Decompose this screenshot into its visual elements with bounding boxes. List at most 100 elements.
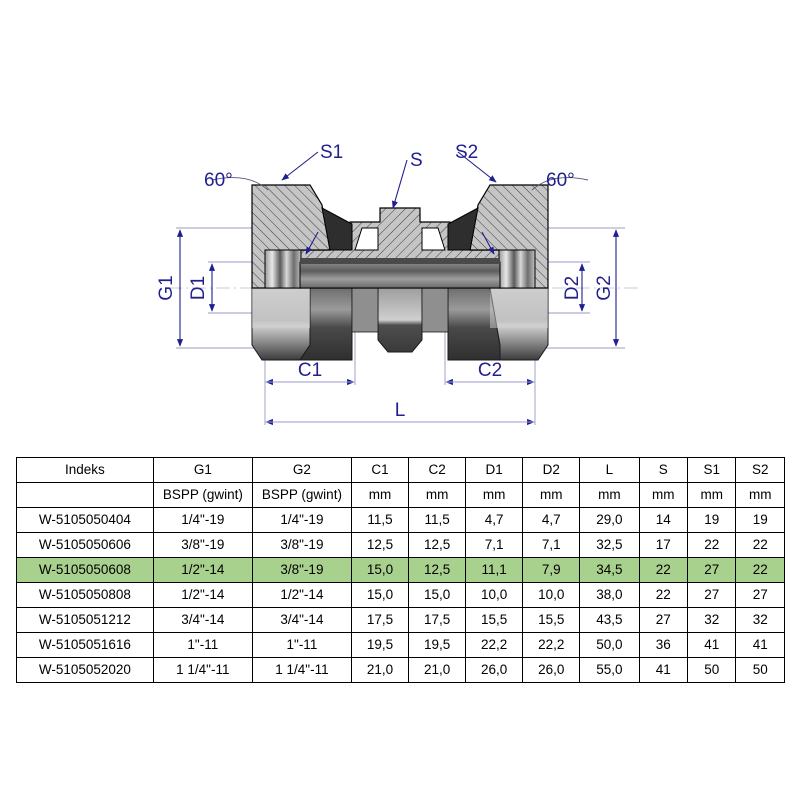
cell-s1: 27	[686, 582, 737, 608]
d2-label: D2	[562, 276, 583, 300]
c1-label: C1	[298, 360, 322, 381]
cell-c1: 15,0	[350, 582, 410, 608]
cell-g1: 1/2"-14	[152, 582, 253, 608]
cell-c2: 12,5	[408, 557, 467, 583]
cell-g2: 1"-11	[251, 632, 352, 658]
cell-s: 41	[638, 657, 688, 683]
cell-index: W-5105050608	[16, 557, 154, 583]
cell-d2: 4,7	[522, 507, 581, 533]
cell-g1: 1 1/4"-11	[152, 657, 253, 683]
cell-c2: 15,0	[408, 582, 467, 608]
cell-s: 36	[638, 632, 688, 658]
cell-s1: 27	[686, 557, 737, 583]
column-unit-10: mm	[735, 482, 785, 508]
column-unit-9: mm	[686, 482, 737, 508]
angle-right-label: 60°	[546, 170, 575, 191]
cell-d1: 7,1	[465, 532, 524, 558]
cell-s1: 22	[686, 532, 737, 558]
cell-l: 32,5	[579, 532, 640, 558]
l-label: L	[395, 400, 406, 421]
cell-s2: 27	[735, 582, 785, 608]
cell-c1: 21,0	[350, 657, 410, 683]
angle-left-label: 60°	[204, 170, 233, 191]
cell-s1: 32	[686, 607, 737, 633]
cell-d2: 22,2	[522, 632, 581, 658]
cell-s2: 22	[735, 557, 785, 583]
cell-l: 50,0	[579, 632, 640, 658]
cell-index: W-5105050606	[16, 532, 154, 558]
column-header-s: S	[638, 457, 688, 483]
cell-s: 27	[638, 607, 688, 633]
cell-index: W-5105052020	[16, 657, 154, 683]
cell-l: 38,0	[579, 582, 640, 608]
s2-label: S2	[455, 142, 478, 163]
cell-s: 22	[638, 557, 688, 583]
cell-index: W-5105051212	[16, 607, 154, 633]
column-unit-1: BSPP (gwint)	[152, 482, 253, 508]
cell-s: 17	[638, 532, 688, 558]
cell-c1: 12,5	[350, 532, 410, 558]
cell-c1: 11,5	[350, 507, 410, 533]
column-header-c1: C1	[350, 457, 410, 483]
cell-s2: 41	[735, 632, 785, 658]
cell-s2: 19	[735, 507, 785, 533]
column-unit-7: mm	[579, 482, 640, 508]
cell-c2: 19,5	[408, 632, 467, 658]
cell-d2: 15,5	[522, 607, 581, 633]
column-unit-2: BSPP (gwint)	[251, 482, 352, 508]
cell-d2: 26,0	[522, 657, 581, 683]
g2-label: G2	[594, 275, 615, 300]
cell-s2: 32	[735, 607, 785, 633]
technical-drawing: 60° 60° S1 S S2 G1 D1 D2 G2 C1 C2 L	[156, 142, 640, 426]
column-header-s1: S1	[686, 457, 737, 483]
fitting-cross-section	[251, 184, 549, 361]
cell-s1: 41	[686, 632, 737, 658]
s-label: S	[410, 150, 423, 171]
cell-s2: 50	[735, 657, 785, 683]
cell-g2: 3/4"-14	[251, 607, 352, 633]
cell-g1: 1"-11	[152, 632, 253, 658]
column-unit-0	[16, 482, 154, 508]
cell-g1: 3/8"-19	[152, 532, 253, 558]
cell-s: 14	[638, 507, 688, 533]
column-unit-3: mm	[350, 482, 410, 508]
cell-d1: 26,0	[465, 657, 524, 683]
s1-label: S1	[320, 142, 343, 163]
cell-d1: 4,7	[465, 507, 524, 533]
column-unit-6: mm	[522, 482, 581, 508]
column-header-s2: S2	[735, 457, 785, 483]
cell-g2: 1/4"-19	[251, 507, 352, 533]
c2-label: C2	[478, 360, 502, 381]
column-unit-5: mm	[465, 482, 524, 508]
column-header-d2: D2	[522, 457, 581, 483]
cell-c1: 15,0	[350, 557, 410, 583]
cell-index: W-5105050404	[16, 507, 154, 533]
cell-s1: 19	[686, 507, 737, 533]
cell-g1: 1/4"-19	[152, 507, 253, 533]
cell-g1: 3/4"-14	[152, 607, 253, 633]
cell-l: 55,0	[579, 657, 640, 683]
cell-index: W-5105051616	[16, 632, 154, 658]
cell-l: 43,5	[579, 607, 640, 633]
cell-g2: 3/8"-19	[251, 557, 352, 583]
cell-c2: 11,5	[408, 507, 467, 533]
cell-index: W-5105050808	[16, 582, 154, 608]
cell-g2: 1 1/4"-11	[251, 657, 352, 683]
cell-d2: 7,9	[522, 557, 581, 583]
cell-l: 29,0	[579, 507, 640, 533]
cell-s2: 22	[735, 532, 785, 558]
cell-c1: 17,5	[350, 607, 410, 633]
column-unit-8: mm	[638, 482, 688, 508]
column-header-indeks: Indeks	[16, 457, 154, 483]
column-header-l: L	[579, 457, 640, 483]
